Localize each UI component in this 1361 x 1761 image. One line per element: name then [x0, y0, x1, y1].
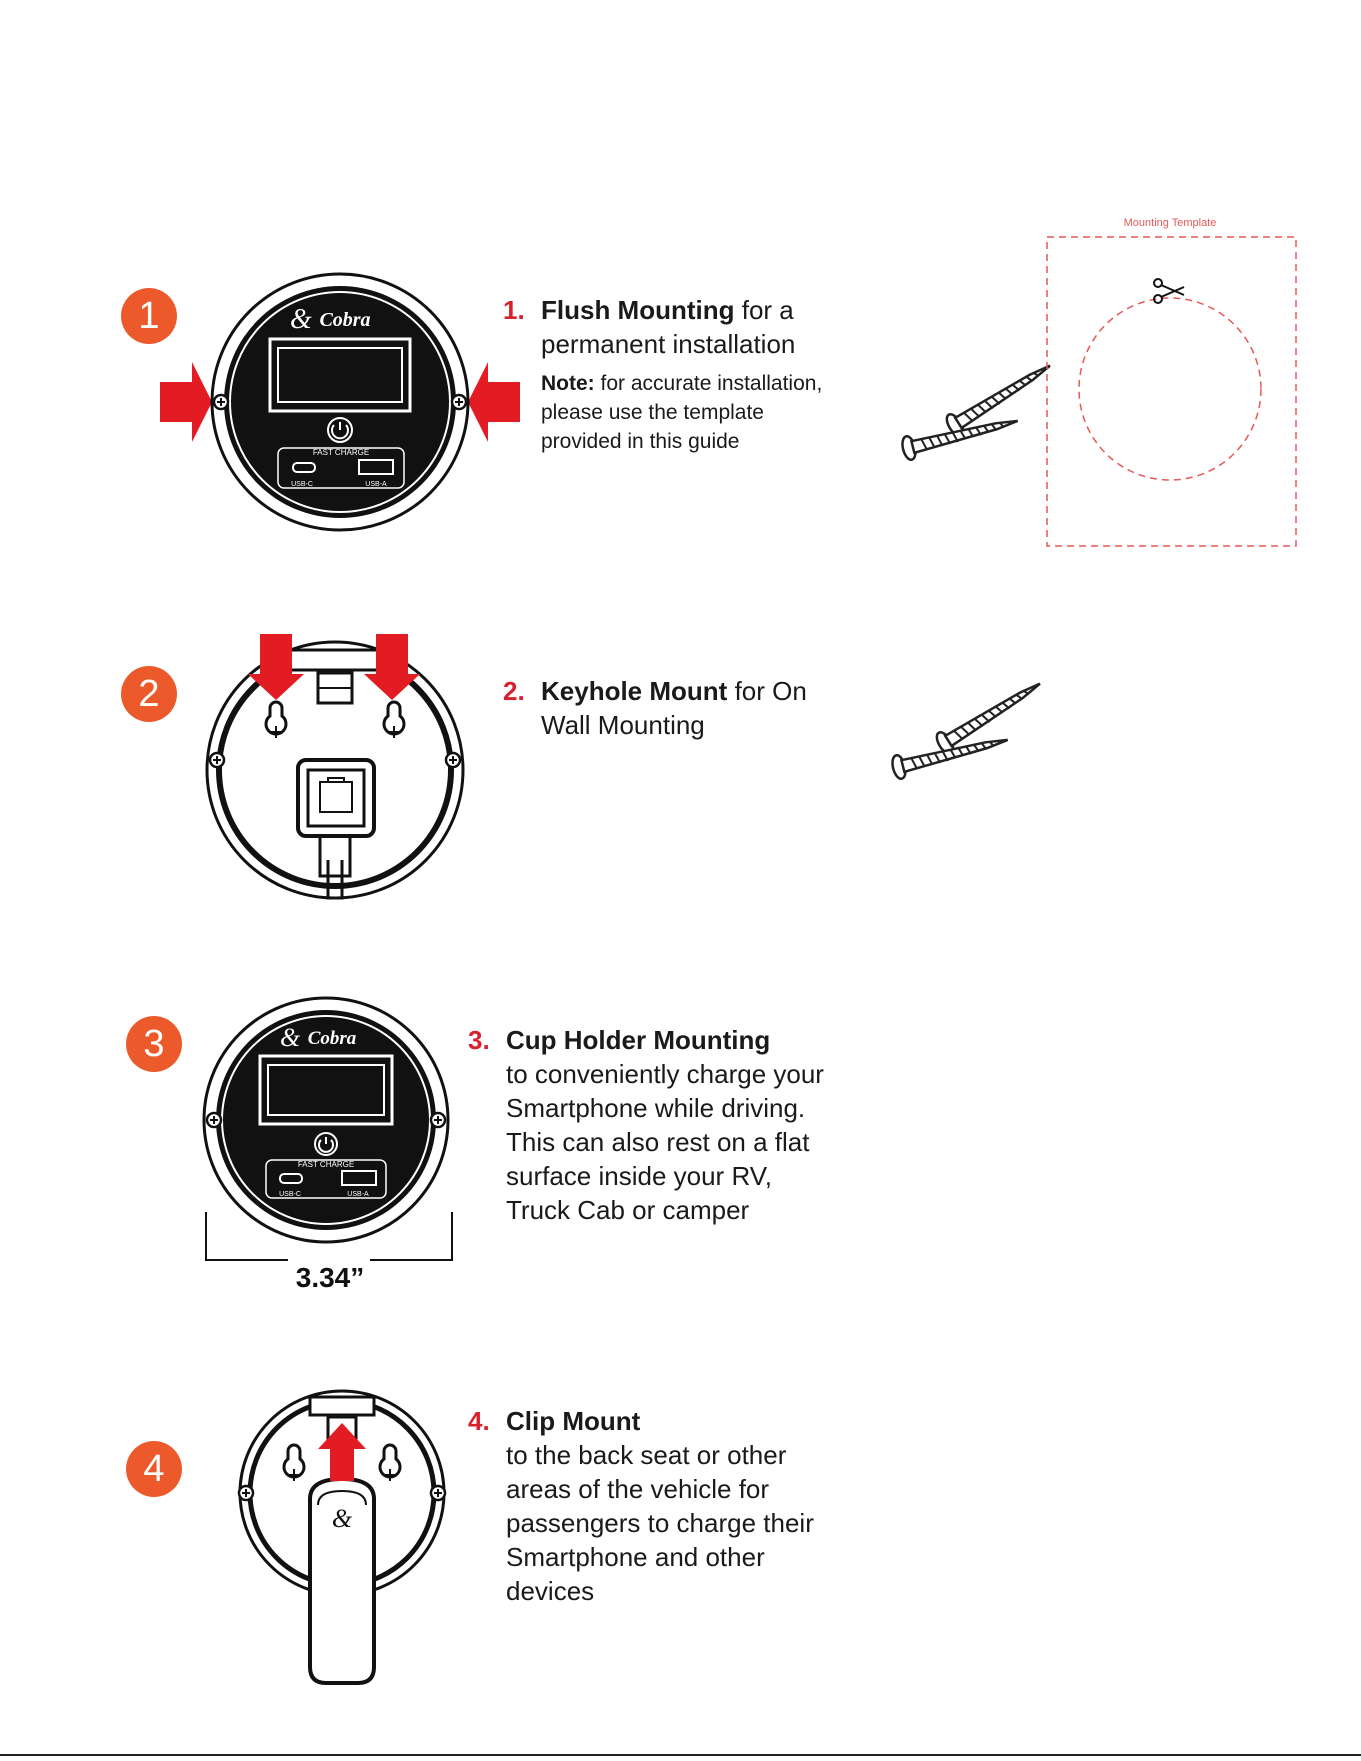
flush-mount-device-illustration: Cobra & FAST CHARGE USB-C USB-A: [160, 272, 520, 532]
usb-c-port: [279, 1173, 303, 1184]
arrow-right-icon: [160, 362, 212, 442]
step-badge-4: 4: [126, 1441, 182, 1497]
screws-illustration-2: [889, 672, 1048, 782]
usb-a-port: [341, 1170, 377, 1186]
dimension-label: 3.34”: [295, 1262, 365, 1293]
usb-a-port: [358, 459, 394, 475]
step-4-text: 4. Clip Mount to the back seat or other …: [468, 1404, 868, 1608]
arrow-down-icon: [364, 634, 420, 700]
svg-text:&: &: [290, 304, 312, 335]
arrow-left-icon: [468, 362, 520, 442]
svg-text:USB-C: USB-C: [291, 481, 313, 488]
page-bottom-rule: [0, 1754, 1361, 1756]
cobra-snake-logo-icon: &: [332, 1504, 353, 1533]
step-2-text: 2. Keyhole Mount for On Wall Mounting: [503, 676, 807, 740]
arrow-down-icon: [248, 634, 304, 700]
svg-text:USB-C: USB-C: [279, 1191, 301, 1198]
cobra-logo: Cobra: [308, 1028, 357, 1049]
dimension-bracket: [205, 1212, 453, 1261]
svg-text:FAST CHARGE: FAST CHARGE: [313, 448, 369, 457]
step-2-title: Keyhole Mount: [541, 676, 728, 706]
mounting-template: [1046, 236, 1297, 547]
step-1-title: Flush Mounting: [541, 295, 735, 325]
keyhole-mount-illustration: [205, 634, 465, 900]
scissors-icon: [1153, 278, 1185, 304]
screws-illustration-1: [899, 354, 1058, 463]
svg-text:USB-A: USB-A: [347, 1191, 369, 1198]
step-badge-2: 2: [121, 666, 177, 722]
step-1-text: 1. Flush Mounting for a permanent instal…: [503, 293, 873, 456]
mounting-template-title: Mounting Template: [1123, 217, 1217, 229]
step-3-text: 3. Cup Holder Mounting to conveniently c…: [468, 1023, 868, 1227]
step-1-note: Note: for accurate installation, please …: [541, 372, 823, 453]
arrow-up-icon: [318, 1423, 366, 1481]
step-4-title: Clip Mount: [506, 1406, 641, 1436]
svg-text:&: &: [280, 1023, 301, 1052]
cup-holder-device-illustration: Cobra & FAST CHARGE USB-C USB-A: [202, 996, 450, 1244]
svg-text:USB-A: USB-A: [365, 481, 387, 488]
svg-text:FAST CHARGE: FAST CHARGE: [298, 1160, 354, 1169]
clip-mount-illustration: &: [237, 1389, 447, 1685]
cobra-logo: Cobra: [319, 309, 370, 331]
step-badge-3: 3: [126, 1016, 182, 1072]
step-3-title: Cup Holder Mounting: [506, 1025, 771, 1055]
step-badge-1: 1: [121, 288, 177, 344]
usb-c-port: [292, 462, 316, 473]
rj-jack-icon: [319, 781, 353, 813]
